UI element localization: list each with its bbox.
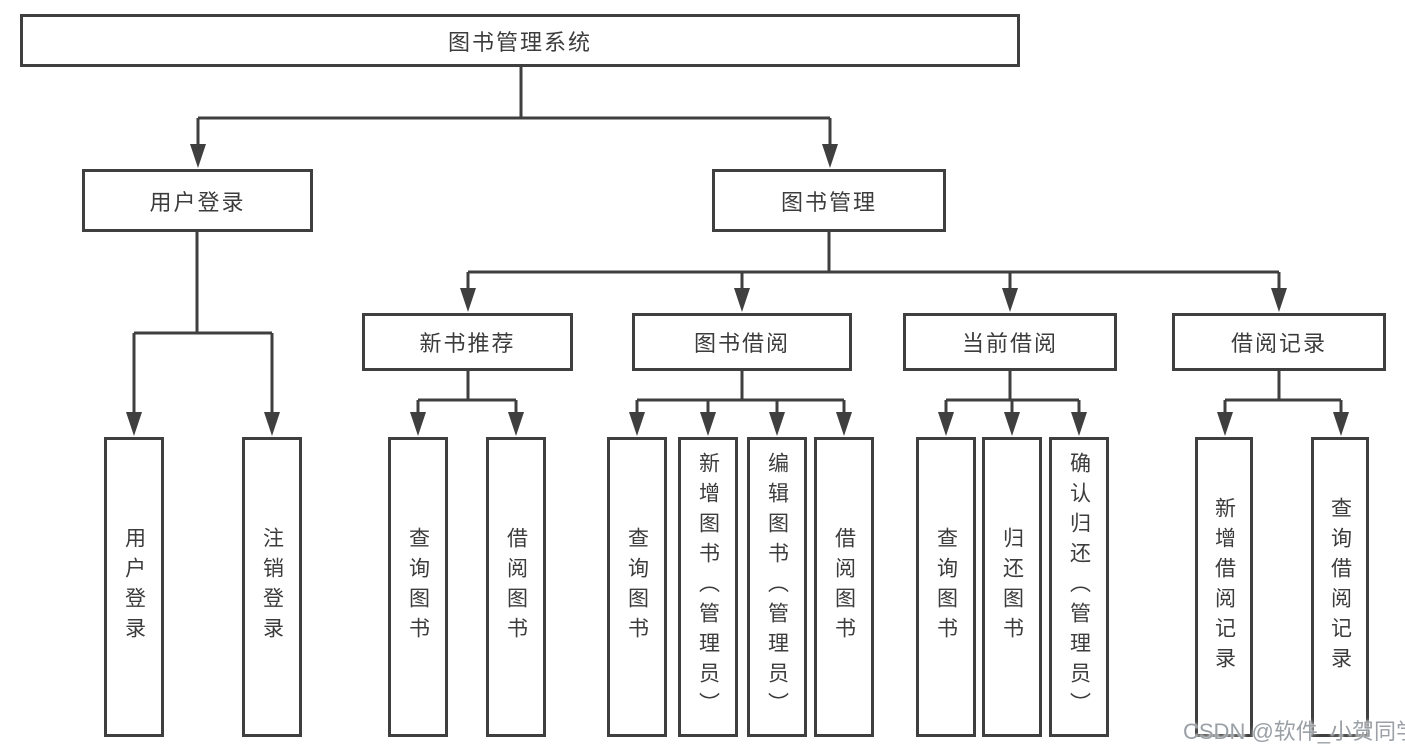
leaf-confirm-return-admin: 确认归还（管理员） xyxy=(1049,437,1109,737)
csdn-watermark: CSDN @软件_小贺同学 xyxy=(1183,719,1405,744)
leaf-borrow-books: 借阅图书 xyxy=(814,437,874,737)
leaf-query-books-recommend: 查询图书 xyxy=(388,437,448,737)
node-book-borrow: 图书借阅 xyxy=(632,313,852,371)
node-new-book-recommend: 新书推荐 xyxy=(362,313,573,371)
node-library-management-system: 图书管理系统 xyxy=(20,14,1020,67)
leaf-logout-login: 注销登录 xyxy=(242,437,302,737)
leaf-return-books: 归还图书 xyxy=(982,437,1042,737)
leaf-edit-books-admin: 编辑图书（管理员） xyxy=(747,437,807,737)
leaf-query-books-current: 查询图书 xyxy=(916,437,976,737)
leaf-add-books-admin: 新增图书（管理员） xyxy=(678,437,738,737)
node-current-borrow: 当前借阅 xyxy=(903,313,1117,371)
leaf-add-borrow-record: 新增借阅记录 xyxy=(1195,437,1253,737)
node-book-management: 图书管理 xyxy=(712,169,946,232)
leaf-borrow-books-recommend: 借阅图书 xyxy=(486,437,546,737)
node-user-login: 用户登录 xyxy=(82,169,313,232)
leaf-user-login: 用户登录 xyxy=(104,437,164,737)
leaf-query-books-borrow: 查询图书 xyxy=(607,437,667,737)
leaf-query-borrow-record: 查询借阅记录 xyxy=(1311,437,1369,737)
node-borrow-records: 借阅记录 xyxy=(1172,313,1386,371)
